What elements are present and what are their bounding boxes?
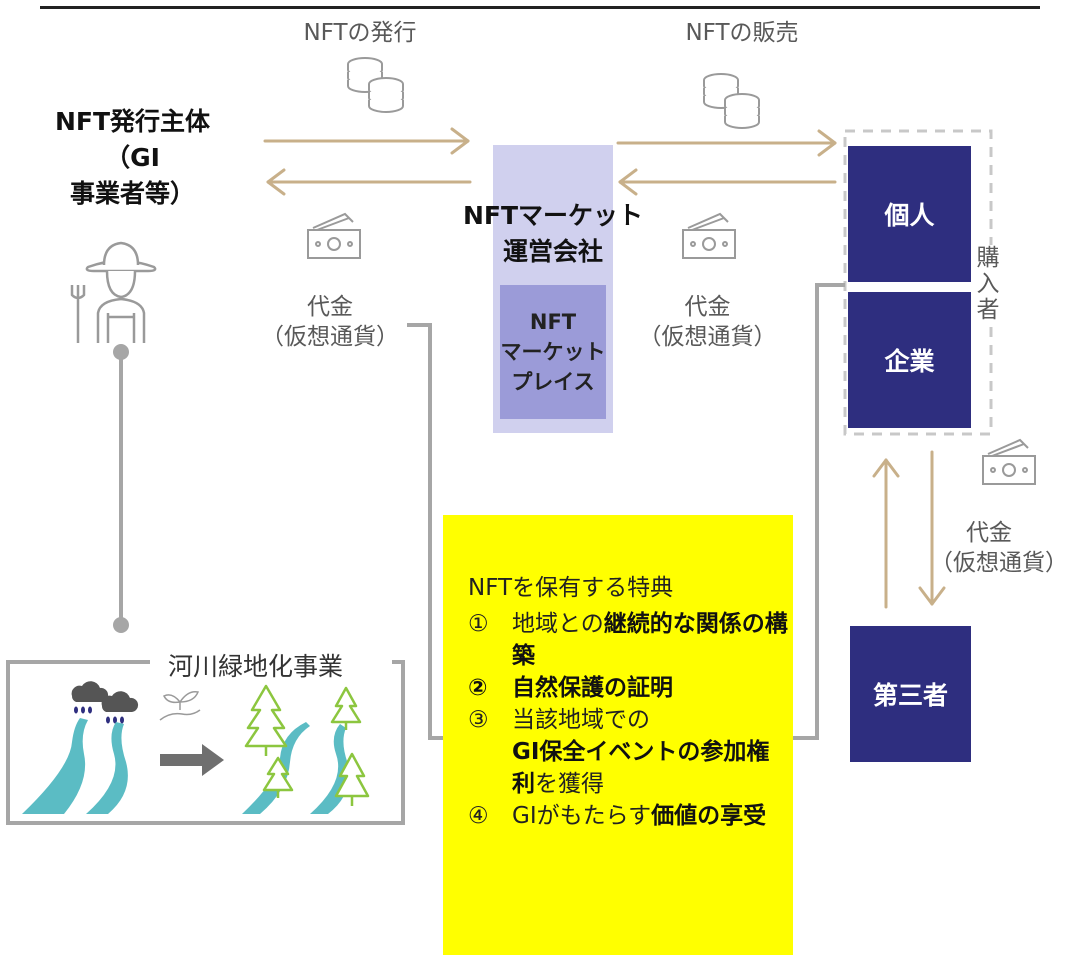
benefit-text: 地域との [512,611,604,637]
benefit-text-bold: 価値の享受 [651,803,767,829]
payment-label-mid: 代金 （仮想通貨） [625,292,790,352]
issuer-title: NFT発行主体 （GI 事業者等） [20,104,245,212]
benefit-number: ③ [468,707,489,733]
tree-icon [244,684,370,806]
marketplace-company-line2: 運営会社 [502,237,603,266]
benefit-item-3: ③ 当該地域での GI保全イベントの参加権利を獲得 [468,704,788,800]
payment-label-line2: （仮想通貨） [261,324,399,350]
marketplace-line1: NFT [529,310,577,334]
coins-icon [703,73,760,129]
benefit-text-bold: 継続的な関係の構築 [512,611,788,669]
farmer-icon [70,241,157,343]
benefit-text: GIがもたらす [512,803,652,829]
benefit-item-2: ② 自然保護の証明 [468,672,788,704]
benefit-number: ② [468,675,488,701]
buyer-individual: 個人 [848,146,971,282]
marketplace-company-line1: NFTマーケット [462,201,644,230]
payment-label-line2: （仮想通貨） [930,550,1068,576]
cash-icon [682,212,736,259]
issuer-title-line2: （GI [105,143,160,172]
payment-label-line1: 代金 [307,294,353,320]
top-rule [40,6,1040,9]
benefit-text: 当該地域での [512,707,650,733]
rain-cloud-icon [71,681,139,724]
cash-icon [982,438,1036,485]
benefit-text: を獲得 [535,771,604,797]
payment-label-line1: 代金 [684,294,731,320]
payment-label-left: 代金 （仮想通貨） [250,292,410,352]
benefits-heading: NFTを保有する特典 [468,575,674,601]
marketplace-line2: マーケット [500,340,606,364]
marketplace-line3: プレイス [511,370,595,394]
marketplace-box: NFT マーケット プレイス [500,285,606,419]
benefit-text-bold: 自然保護の証明 [512,675,673,701]
issuer-title-line1: NFT発行主体 [54,107,211,136]
benefit-text-bold: GI保全イベントの参加権利 [512,739,770,797]
benefit-number: ① [468,611,489,637]
benefit-item-1: ① 地域との継続的な関係の構築 [468,608,788,672]
third-party-box: 第三者 [850,626,971,762]
river-icon [22,718,128,814]
river-greening-illustration [22,681,370,814]
benefits-list: NFTを保有する特典 ① 地域との継続的な関係の構築 ② 自然保護の証明 ③ 当… [468,572,788,832]
benefit-number: ④ [468,803,489,829]
benefits-panel [443,515,793,955]
payment-label-right: 代金 （仮想通貨） [930,518,1068,578]
issue-label: NFTの発行 [303,20,417,46]
buyers-label: 購入者 [973,245,1003,323]
benefit-item-4: ④ GIがもたらす価値の享受 [468,800,788,832]
payment-label-line2: （仮想通貨） [638,324,777,350]
payment-label-line1: 代金 [966,520,1012,546]
coins-icon [347,57,404,113]
cash-icon [307,212,361,259]
marketplace-company-title: NFTマーケット 運営会社 [440,198,666,270]
sale-label: NFTの販売 [685,20,799,46]
arrow-right-icon [160,744,224,776]
buyer-company: 企業 [848,292,971,428]
sprout-in-hand-icon [159,690,201,721]
issuer-title-line3: 事業者等） [69,179,195,208]
river-project-title: 河川緑地化事業 [160,650,352,684]
